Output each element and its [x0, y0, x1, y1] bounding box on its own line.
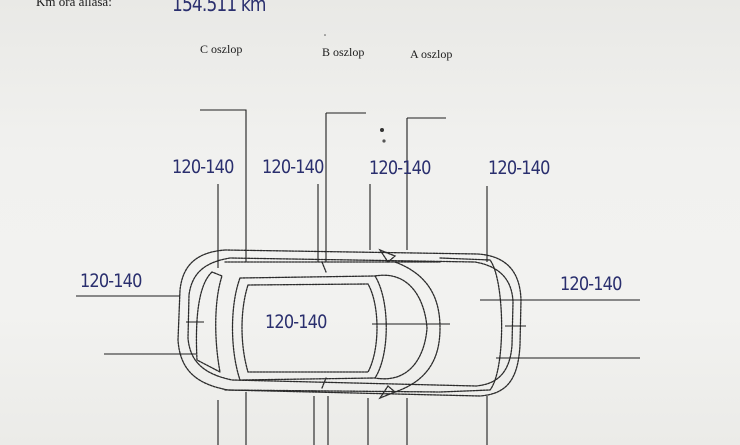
hood-line	[394, 261, 441, 393]
reading-roof-rear: 120-140	[172, 156, 234, 178]
ink-speck	[324, 34, 326, 36]
lower-leaders	[217, 392, 488, 445]
a-pillar-leader	[406, 117, 446, 250]
door-mark-bottom	[321, 377, 327, 389]
reading-roof-front-right: 120-140	[488, 157, 550, 179]
b-pillar-label: B oszlop	[322, 45, 365, 59]
door-mark-top	[321, 261, 327, 273]
roof-panel	[241, 283, 378, 373]
front-end	[439, 257, 503, 393]
odometer-label: Km óra állása:	[36, 0, 112, 9]
reading-roof-front-left: 120-140	[369, 157, 431, 179]
rear-window	[195, 271, 223, 374]
ink-speck	[382, 139, 386, 143]
car-body-inner-outline	[187, 257, 514, 387]
mirror-bottom	[378, 385, 397, 400]
mirror-top	[378, 248, 397, 263]
a-pillar-label: A oszlop	[410, 47, 453, 61]
windshield	[374, 274, 428, 380]
ink-speck	[380, 128, 384, 132]
reading-center: 120-140	[265, 311, 327, 333]
car-body-outline	[177, 249, 522, 397]
reading-roof-mid: 120-140	[262, 156, 324, 178]
odometer-value: 154.511 km	[172, 0, 266, 16]
b-pillar-leader	[325, 112, 366, 262]
reading-rear: 120-140	[80, 270, 142, 292]
c-pillar-label: C oszlop	[200, 42, 243, 56]
c-pillar-leader	[200, 109, 247, 262]
roof-rail-bottom	[224, 389, 441, 393]
reading-front: 120-140	[560, 273, 622, 295]
